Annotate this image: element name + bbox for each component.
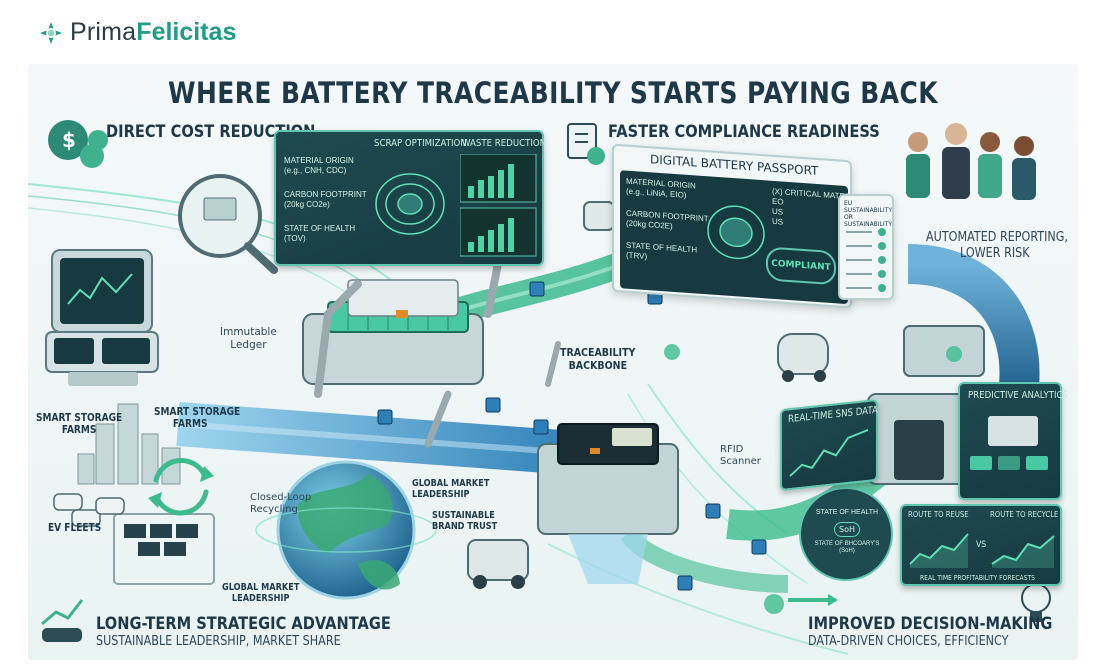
cost-panel-waste-title: WASTE REDUCTION bbox=[462, 138, 547, 149]
checklist-marks bbox=[846, 228, 886, 292]
realtime-chart bbox=[789, 428, 869, 477]
cost-row-2-l1: CARBON FOOTPRINT bbox=[284, 190, 367, 199]
cost-row-1-l1: MATERIAL ORIGIN bbox=[284, 156, 354, 165]
compliance-sub-line2: LOWER RISK bbox=[960, 246, 1030, 261]
soh-label-3: (SoH) bbox=[839, 548, 855, 554]
brand-name-part1: Prima bbox=[70, 18, 137, 46]
backbone-line2: BACKBONE bbox=[568, 359, 628, 372]
traceability-backbone-label: TRACEABILITY BACKBONE bbox=[560, 346, 635, 372]
brand-mark-icon bbox=[40, 21, 62, 44]
svg-text:$: $ bbox=[62, 128, 76, 152]
ev-fleets-label: EV FLEETS bbox=[48, 522, 102, 534]
section-heading-direct-cost: DIRECT COST REDUCTION bbox=[106, 122, 316, 142]
handshake-growth-icon bbox=[41, 599, 84, 642]
predictive-analytics-panel: PREDICTIVE ANALYTICS bbox=[958, 382, 1068, 500]
immutable-ledger-label: Immutable Ledger bbox=[220, 326, 277, 352]
cost-row-2: CARBON FOOTPRINT(20kg CO2e) bbox=[284, 190, 367, 210]
gml-b-line2: LEADERSHIP bbox=[231, 593, 290, 604]
backbone-line1: TRACEABILITY bbox=[560, 346, 636, 359]
checklist-title: EU SUSTAINABILITY OR SUSTAINABILITY bbox=[844, 200, 893, 228]
immutable-line1: Immutable bbox=[220, 326, 277, 338]
cost-panel-scrap-title: SCRAP OPTIMIZATION bbox=[374, 138, 467, 149]
cost-row-3-l1: STATE OF HEALTH bbox=[284, 224, 356, 233]
gml-b-line1: GLOBAL MARKET bbox=[222, 582, 300, 593]
cost-row-1-l2: (e.g., CNH, CDC) bbox=[284, 166, 347, 175]
brand-name-part2: Felicitas bbox=[136, 18, 237, 46]
cost-panel-rows: MATERIAL ORIGIN(e.g., CNH, CDC) CARBON F… bbox=[284, 156, 367, 244]
gml-a-line2: LEADERSHIP bbox=[412, 489, 470, 500]
sbt-line1: SUSTAINABLE bbox=[432, 510, 495, 521]
soh-label-1: STATE OF HEALTH bbox=[815, 509, 879, 516]
soh-label-2: STATE OF BHCOARY'S bbox=[814, 541, 880, 547]
cost-data-panel: SCRAP OPTIMIZATION WASTE REDUCTION MATER… bbox=[274, 130, 547, 266]
sbt-line2: BRAND TRUST bbox=[432, 521, 498, 532]
smart-b-line1: SMART STORAGE bbox=[154, 406, 241, 418]
rfid-line2: Scanner bbox=[720, 456, 761, 467]
passport-hologram bbox=[707, 205, 765, 260]
cost-row-1: MATERIAL ORIGIN(e.g., CNH, CDC) bbox=[284, 156, 367, 176]
forecast-recycle-label: ROUTE TO RECYCLE bbox=[990, 510, 1059, 519]
soh-gauge: STATE OF HEALTH SoH STATE OF BHCOARY'S (… bbox=[812, 508, 882, 555]
closed-line2: Recycling bbox=[250, 504, 298, 515]
cost-row-2-l2: (20kg CO2e) bbox=[284, 200, 330, 209]
cost-row-3-l2: (TOV) bbox=[284, 234, 306, 243]
section-heading-compliance: FASTER COMPLIANCE READINESS bbox=[608, 122, 880, 142]
section-heading-decision: IMPROVED DECISION-MAKING bbox=[808, 614, 1053, 634]
realtime-data-panel: REAL-TIME SNS DATA bbox=[780, 398, 878, 492]
forecast-panel: ROUTE TO REUSE ROUTE TO RECYCLE VS REAL … bbox=[900, 504, 1062, 586]
smart-a-line1: SMART STORAGE bbox=[36, 412, 123, 424]
page-title: WHERE BATTERY TRACEABILITY STARTS PAYING… bbox=[168, 76, 938, 110]
decision-sub: DATA-DRIVEN CHOICES, EFFICIENCY bbox=[808, 634, 1009, 649]
cost-panel-hologram bbox=[375, 173, 445, 235]
forecast-vs: VS bbox=[976, 540, 987, 550]
brand-trust-label: SUSTAINABLE BRAND TRUST bbox=[432, 510, 497, 532]
smart-storage-label-a: SMART STORAGE FARMS bbox=[36, 412, 122, 436]
passport-row-2: CARBON FOOTPRINT(20kg CO2E) bbox=[626, 209, 709, 235]
passport-row-1: MATERIAL ORIGIN(e.g., LiNiA, EIO) bbox=[626, 177, 709, 203]
digital-passport-panel: DIGITAL BATTERY PASSPORT MATERIAL ORIGIN… bbox=[612, 143, 868, 309]
rfid-scanner-label: RFID Scanner bbox=[720, 444, 761, 468]
soh-badge: SoH bbox=[834, 522, 860, 537]
strategic-sub: SUSTAINABLE LEADERSHIP, MARKET SHARE bbox=[96, 634, 341, 649]
compliance-sub-line1: AUTOMATED REPORTING, bbox=[926, 230, 1068, 245]
cost-row-3: STATE OF HEALTH(TOV) bbox=[284, 224, 367, 244]
global-market-label-a: GLOBAL MARKET LEADERSHIP bbox=[412, 478, 489, 500]
cost-panel-charts bbox=[460, 154, 537, 257]
closed-loop-label: Closed-Loop Recycling bbox=[250, 492, 311, 516]
predictive-title: PREDICTIVE ANALYTICS bbox=[968, 390, 1068, 401]
immutable-line2: Ledger bbox=[230, 339, 267, 351]
forecast-charts bbox=[909, 533, 1055, 568]
coins-icon bbox=[48, 120, 108, 168]
gml-a-line1: GLOBAL MARKET bbox=[412, 478, 490, 489]
global-market-label-b: GLOBAL MARKET LEADERSHIP bbox=[222, 582, 299, 604]
passport-screen: MATERIAL ORIGIN(e.g., LiNiA, EIO) CARBON… bbox=[620, 170, 868, 305]
smart-a-line2: FARMS bbox=[61, 424, 97, 436]
predictive-illustration bbox=[970, 416, 1048, 470]
compliant-stamp: COMPLIANT bbox=[766, 246, 836, 286]
forecast-reuse-label: ROUTE TO REUSE bbox=[908, 510, 969, 519]
closed-line1: Closed-Loop bbox=[250, 492, 312, 503]
section-heading-strategic: LONG-TERM STRATEGIC ADVANTAGE bbox=[96, 614, 391, 634]
smart-b-line2: FARMS bbox=[172, 418, 208, 430]
infographic-canvas: $ WHERE BATTERY TRACEABILITY STARTS PAYI… bbox=[28, 64, 1078, 660]
forecast-footer: REAL TIME PROFITABILITY FORECASTS bbox=[920, 574, 1035, 582]
passport-row-3: STATE OF HEALTH(TRV) bbox=[626, 241, 709, 267]
rfid-line1: RFID bbox=[720, 444, 744, 455]
sustainability-checklist: EU SUSTAINABILITY OR SUSTAINABILITY bbox=[838, 194, 894, 300]
clipboard-check-icon bbox=[567, 123, 605, 165]
passport-rows: MATERIAL ORIGIN(e.g., LiNiA, EIO) CARBON… bbox=[626, 177, 709, 267]
smart-storage-label-b: SMART STORAGE FARMS bbox=[154, 406, 240, 430]
